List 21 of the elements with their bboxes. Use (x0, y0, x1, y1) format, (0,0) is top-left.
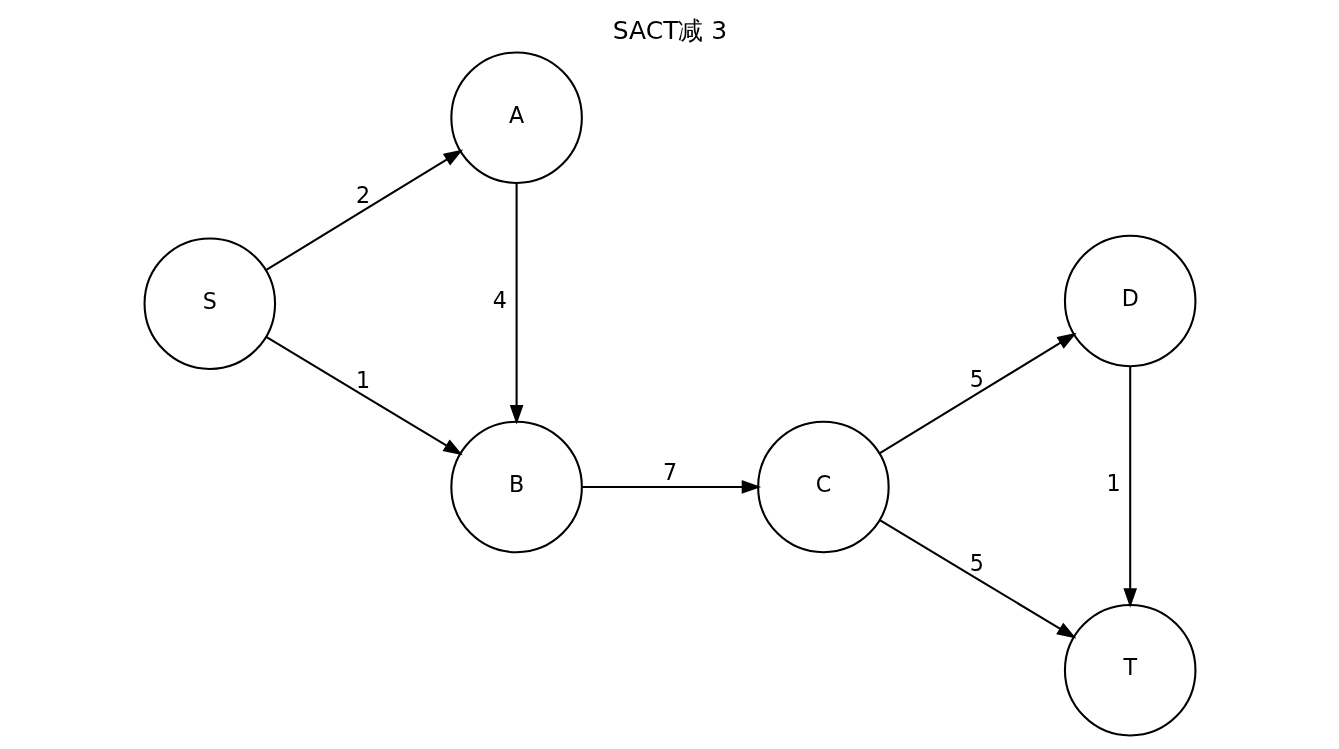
edge-label: 4 (492, 286, 507, 313)
node-circle: S (143, 237, 276, 370)
edge-label: 2 (355, 182, 370, 209)
edge-label: 7 (662, 458, 677, 485)
arrow (264, 149, 463, 272)
node-circle: B (449, 420, 583, 554)
edge-label: 1 (1105, 469, 1121, 496)
node-circle: C (756, 420, 890, 554)
node-circle: T (1063, 603, 1196, 737)
edge-label: 1 (355, 367, 370, 394)
diagram-title: SACT减 3 (612, 16, 727, 46)
node-circle: D (1063, 234, 1196, 368)
edge-label: 5 (969, 550, 984, 577)
arrow (878, 332, 1077, 455)
arrow (509, 183, 523, 425)
arrow (1122, 366, 1137, 608)
edge-label: 5 (969, 365, 984, 392)
arrow (265, 336, 463, 456)
arrow (581, 480, 761, 494)
arrow (878, 519, 1076, 639)
node-circle: A (449, 51, 583, 184)
